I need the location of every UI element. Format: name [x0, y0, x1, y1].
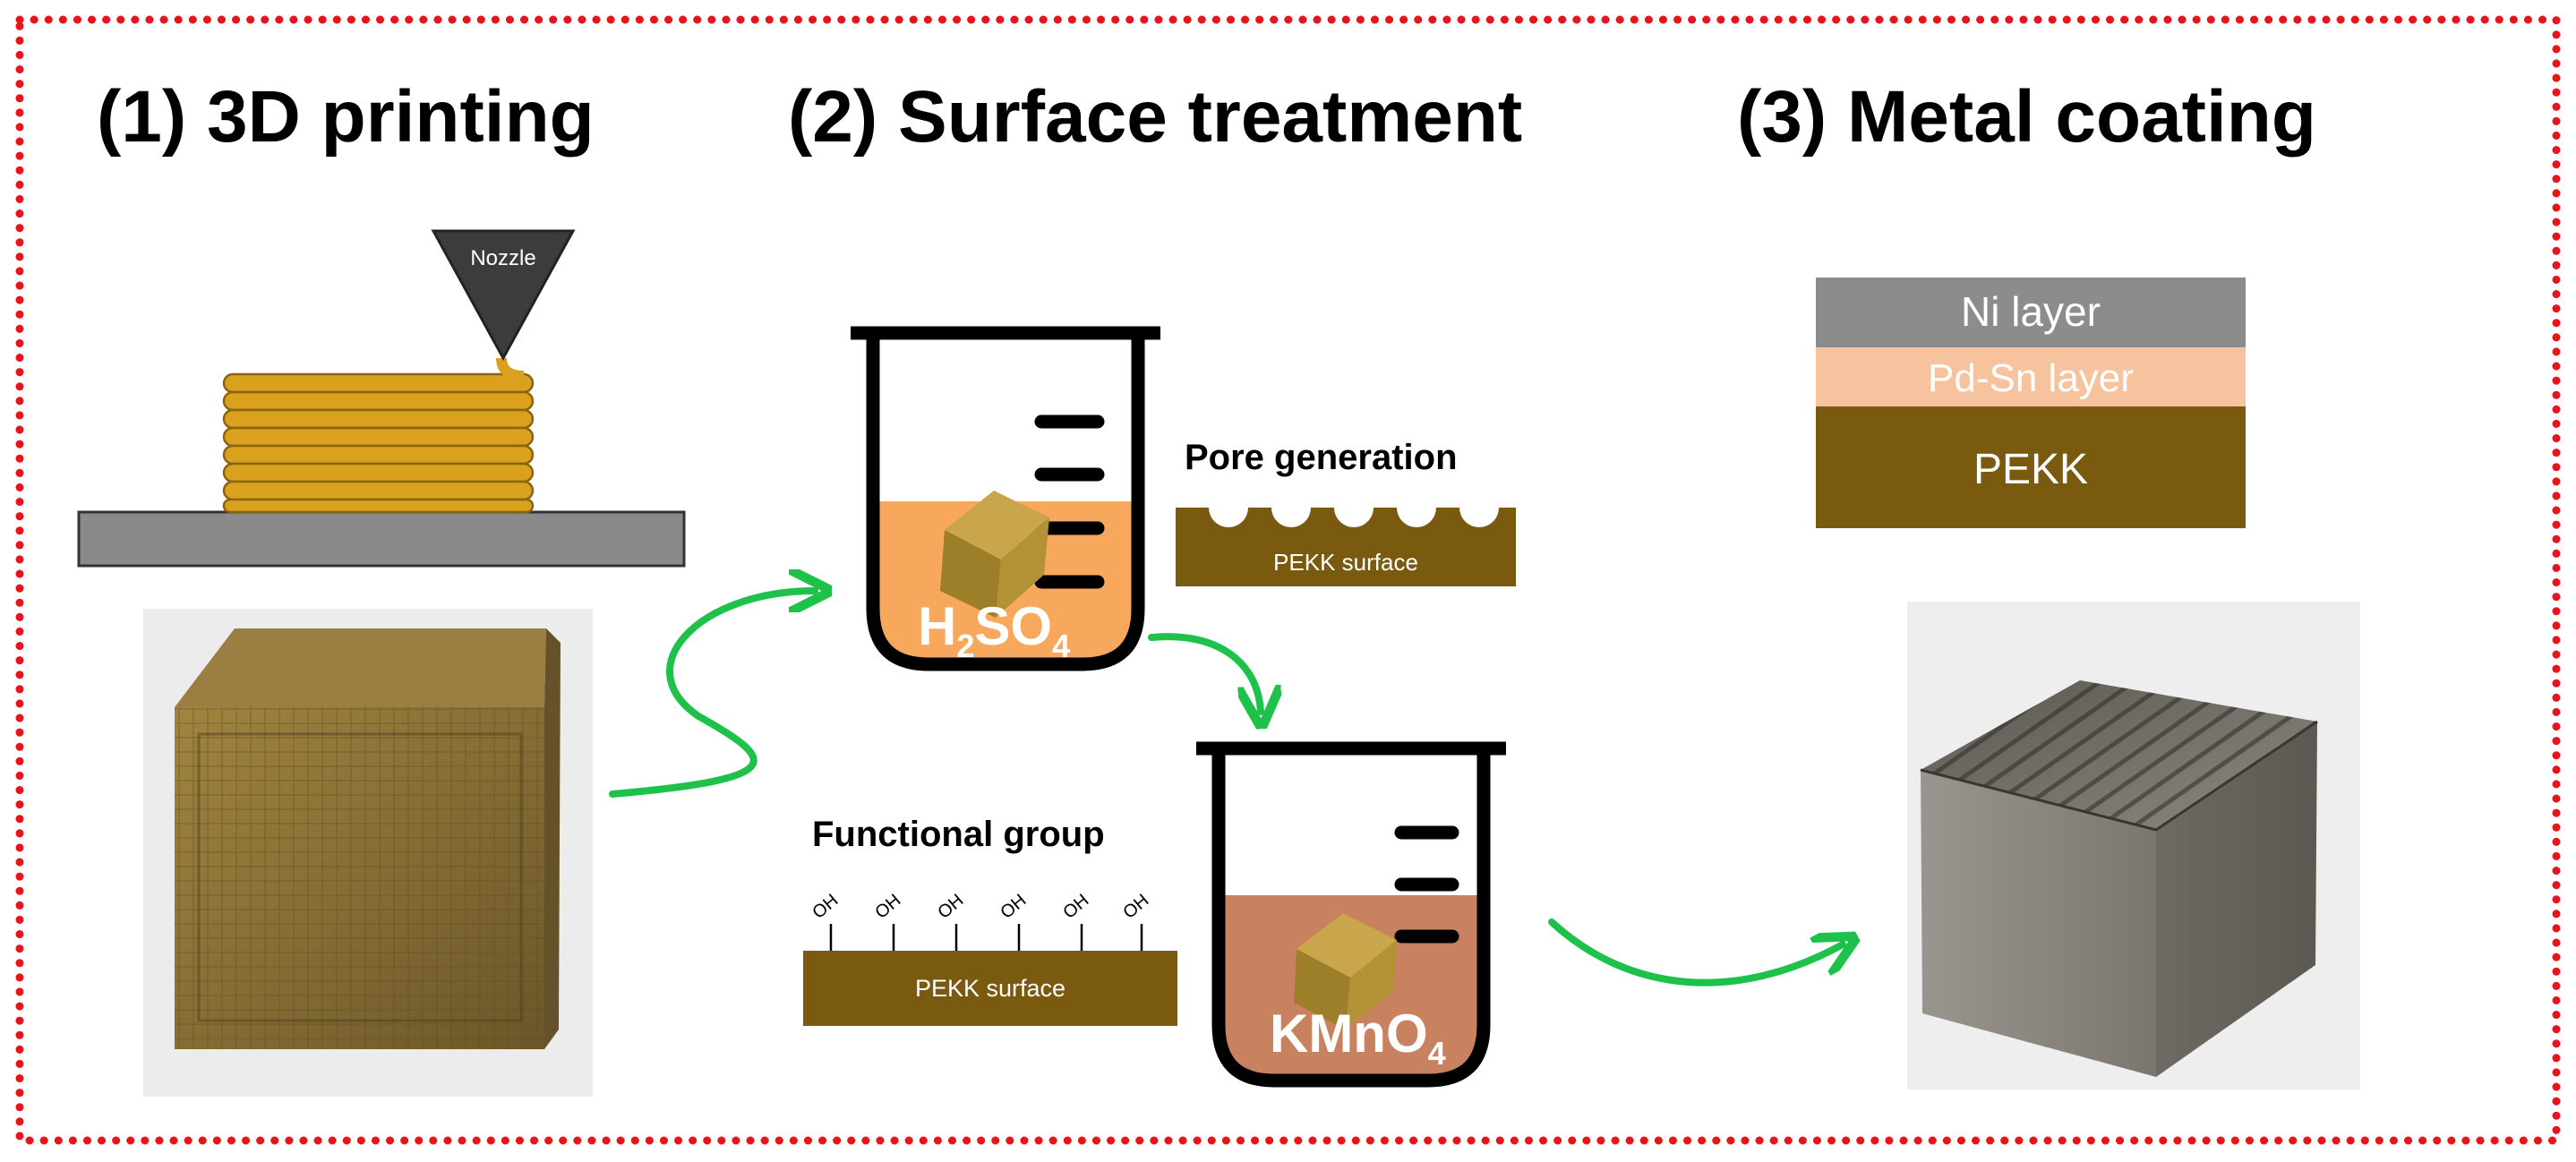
nozzle-label: Nozzle [470, 246, 535, 270]
beaker-h2so4: H2SO4 [851, 326, 1160, 671]
nozzle-shape [431, 229, 576, 362]
arrow-h2so4-to-kmno4 [1148, 633, 1261, 712]
svg-text:OH: OH [934, 891, 967, 923]
printer-illustration: Nozzle [77, 229, 686, 568]
beaker2-glass [1196, 741, 1506, 1088]
arrow-print-to-treatment [609, 591, 815, 798]
beaker-kmno4: KMnO4 [1196, 741, 1506, 1088]
step1-title: (1) 3D printing [97, 76, 595, 158]
pekk-layer-block [1816, 406, 2246, 528]
step2-title: (2) Surface treatment [788, 76, 1523, 158]
functional-group-title: Functional group [812, 815, 1105, 854]
print-bed [77, 510, 686, 568]
functional-surface-label: PEKK surface [915, 975, 1065, 1002]
functional-pekk-surface [803, 951, 1177, 1026]
pekk-sample-cube [940, 491, 1049, 618]
svg-text:OH: OH [871, 891, 904, 923]
pekk-sample-cube-2 [1294, 913, 1397, 1030]
step3-title: (3) Metal coating [1737, 76, 2316, 158]
pore-surface-label: PEKK surface [1273, 549, 1418, 576]
h2so4-label: H2SO4 [918, 596, 1070, 664]
svg-text:OH: OH [1119, 891, 1152, 923]
pekk-layer-label: PEKK [1973, 446, 2088, 493]
svg-text:OH: OH [997, 891, 1030, 923]
ni-layer-label: Ni layer [1961, 288, 2101, 335]
printed-cube-photo [143, 609, 593, 1097]
pore-generation-title: Pore generation [1185, 438, 1458, 477]
functional-group-panel: Functional group OH OH OH OH [803, 815, 1177, 1026]
ni-layer-block [1816, 278, 2246, 347]
hydroxyl-groups: OH OH OH OH OH [809, 891, 1152, 951]
process-arrows [609, 591, 1843, 987]
coating-layer-stack: Ni layer Pd-Sn layer PEKK [1816, 278, 2246, 528]
beaker-glass [851, 326, 1160, 671]
porous-pekk-surface [1176, 508, 1516, 586]
coated-cube-photo [1907, 602, 2360, 1089]
pdsn-layer-block [1816, 347, 2246, 406]
svg-text:OH: OH [1059, 891, 1092, 923]
pore-generation-panel: Pore generation PEKK surface [1176, 438, 1516, 586]
pdsn-layer-label: Pd-Sn layer [1928, 356, 2134, 400]
printed-filament-stack [222, 357, 535, 514]
arrow-treatment-to-coating [1548, 918, 1843, 987]
kmno4-label: KMnO4 [1270, 1004, 1446, 1072]
svg-text:OH: OH [809, 891, 842, 923]
dotted-border [15, 15, 2561, 1145]
